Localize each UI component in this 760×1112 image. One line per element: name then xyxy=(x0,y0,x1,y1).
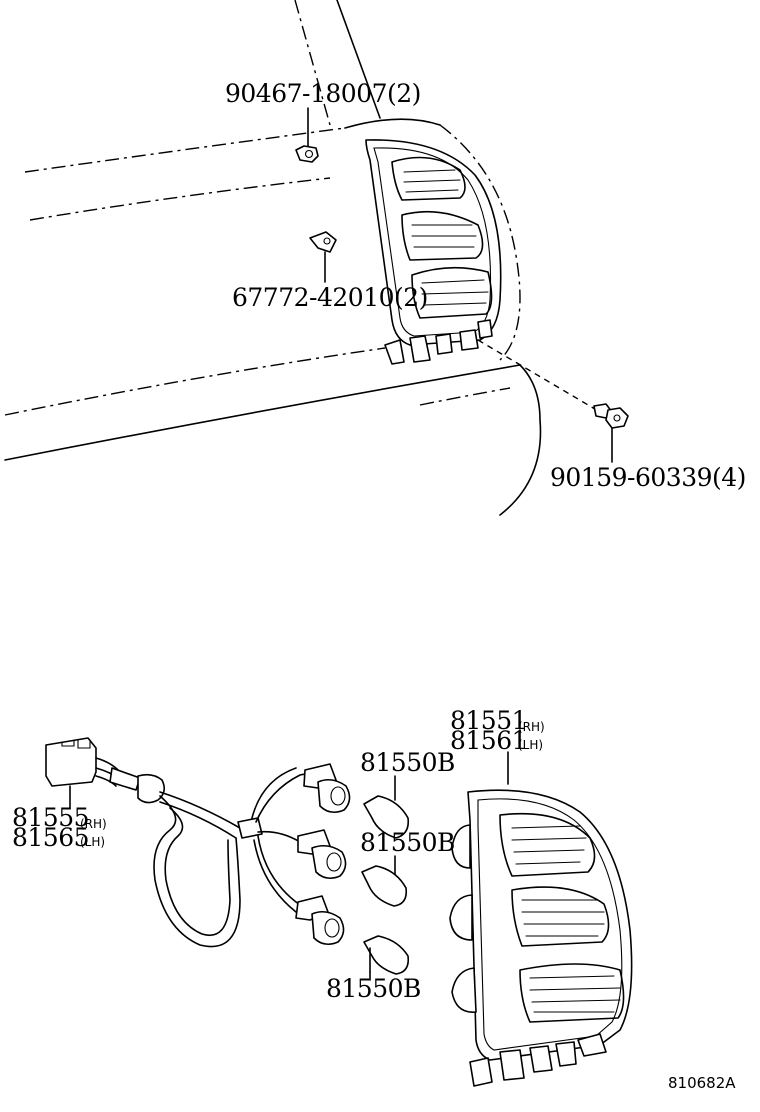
label-bulb-81550b-2: 81550B xyxy=(360,828,455,857)
bulb-socket-icon xyxy=(295,763,351,946)
tail-lamp-installed xyxy=(365,139,502,365)
diagram-reference-code: 810682A xyxy=(668,1074,736,1092)
label-lamp-81551: 81551 xyxy=(450,706,527,735)
label-harness-81555: 81555 xyxy=(12,803,89,832)
label-bulb-81550b-3: 81550B xyxy=(326,974,421,1003)
label-lamp-81561-side: (LH) xyxy=(518,738,543,752)
tail-lamp-assembly xyxy=(449,789,633,1087)
label-lamp-81551-side: (RH) xyxy=(518,720,545,734)
screw-90467-icon xyxy=(295,107,319,163)
label-bulb-81550b-1: 81550B xyxy=(360,748,455,777)
label-harness-81565: 81565 xyxy=(12,823,89,852)
wire-harness-icon xyxy=(45,737,317,948)
label-clip-67772: 67772-42010(2) xyxy=(232,283,428,312)
label-harness-81555-side: (RH) xyxy=(80,817,107,831)
vehicle-body-outline xyxy=(4,0,542,516)
clip-67772-icon xyxy=(309,231,337,283)
bulb-icon xyxy=(361,795,410,975)
label-screw-90467: 90467-18007(2) xyxy=(225,79,421,108)
label-bolt-90159: 90159-60339(4) xyxy=(550,463,746,492)
leader-lines xyxy=(69,751,509,981)
label-harness-81565-side: (LH) xyxy=(80,835,105,849)
label-lamp-81561: 81561 xyxy=(450,726,527,755)
bolt-90159-icon xyxy=(477,339,629,463)
